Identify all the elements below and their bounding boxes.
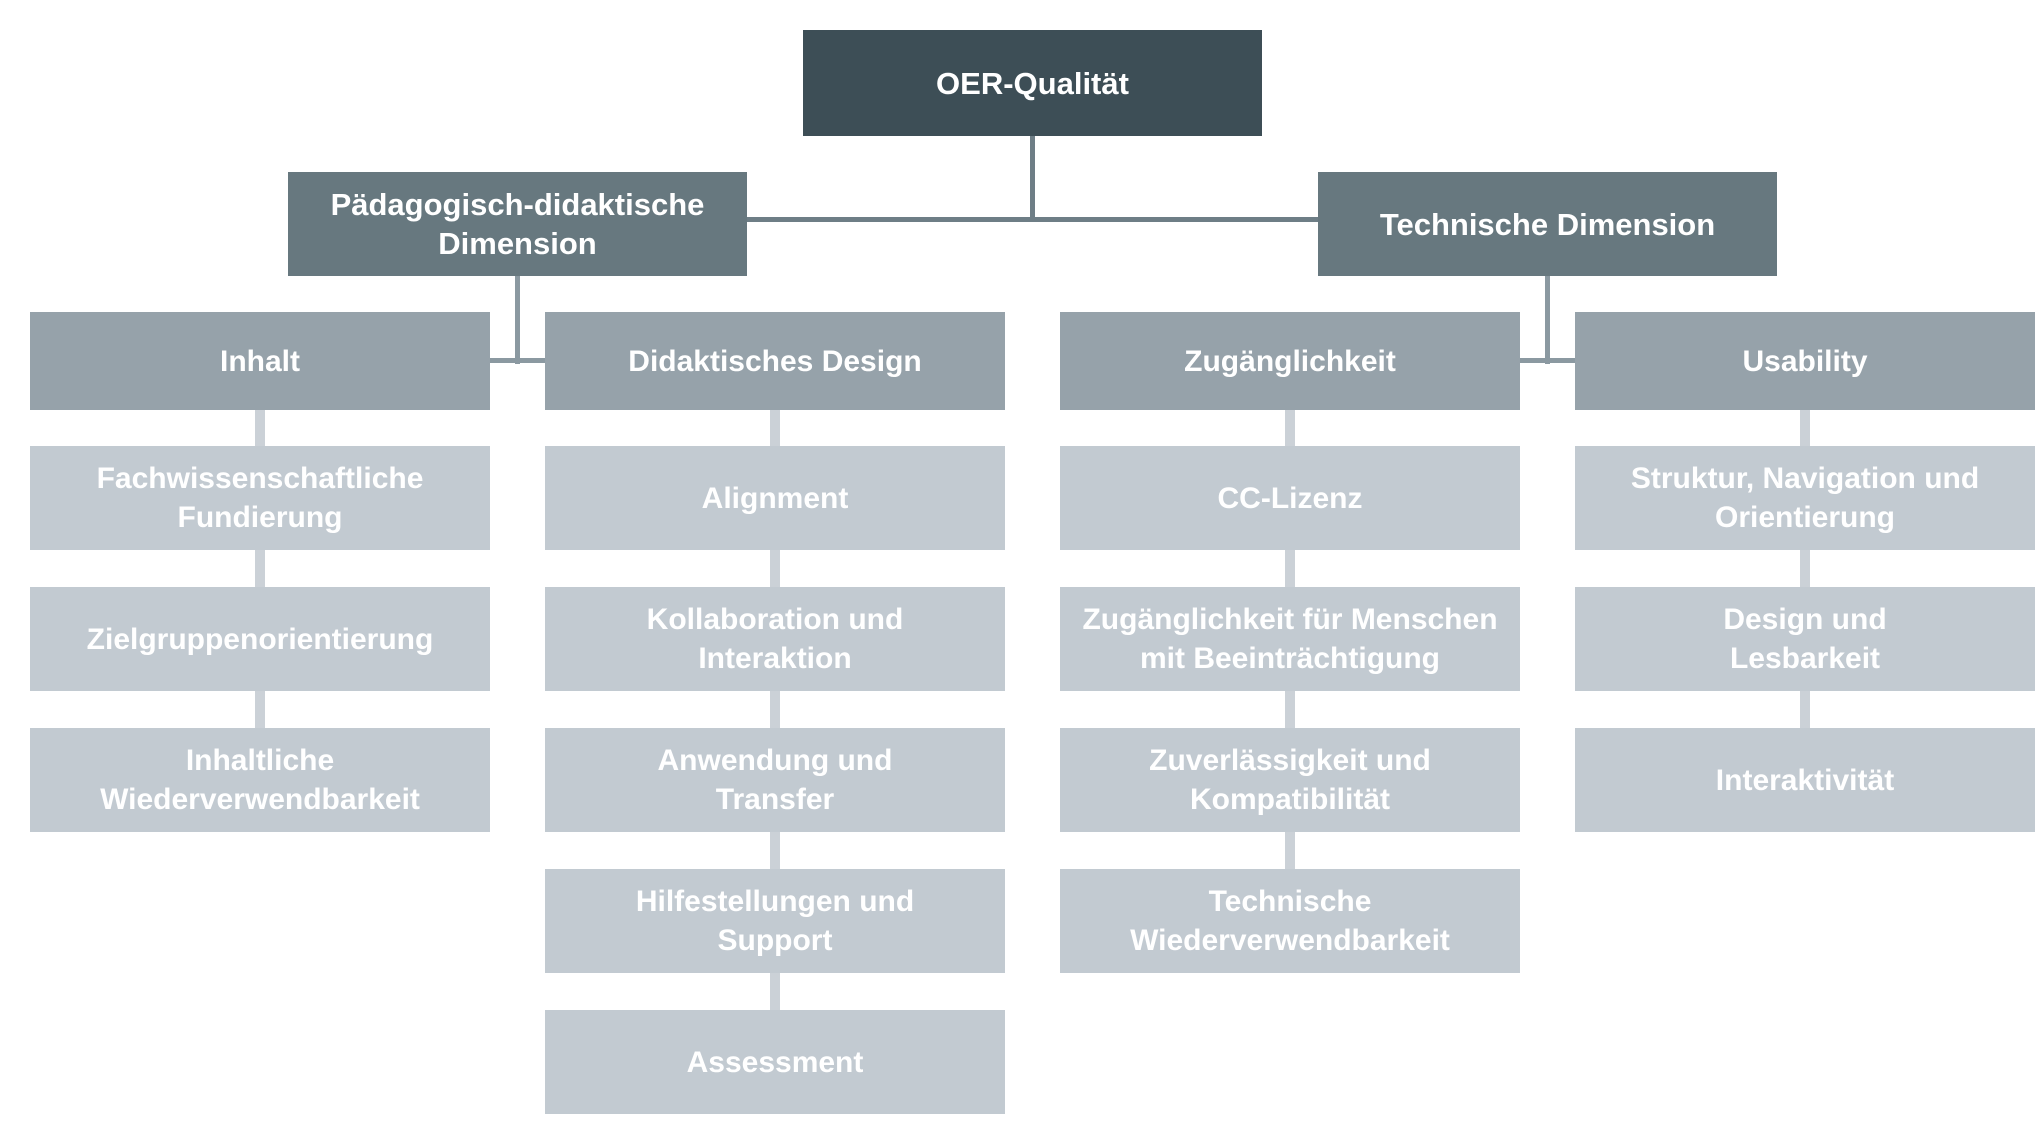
connector-paed-vertical <box>515 274 520 364</box>
node-cc-lizenz-label: CC-Lizenz <box>1217 481 1363 515</box>
connector-col1-seg1 <box>255 408 265 448</box>
connector-paed-horizontal <box>488 358 548 363</box>
connector-col2-seg3 <box>770 689 780 730</box>
node-struktur-navigation-und-orientierung-label: Struktur, Navigation und Orientierung <box>1630 462 1980 534</box>
node-zuverlaessigkeit-und-kompatibilitaet-label: Zuverlässigkeit und Kompatibilität <box>1149 744 1431 816</box>
node-zielgruppenorientierung: Zielgruppenorientierung <box>30 587 490 691</box>
node-anwendung-und-transfer-label: Anwendung und Transfer <box>657 744 893 816</box>
connector-col3-seg4 <box>1285 830 1295 871</box>
connector-tech-horizontal <box>1517 358 1577 363</box>
connector-col3-seg3 <box>1285 689 1295 730</box>
node-kollaboration-und-interaktion-label: Kollaboration und Interaktion <box>646 603 904 675</box>
node-zugaenglichkeit-fuer-menschen: Zugänglichkeit für Menschen mit Beeinträ… <box>1060 587 1520 691</box>
node-technische-wiederverwendbarkeit: Technische Wiederverwendbarkeit <box>1060 869 1520 973</box>
node-usability-label: Usability <box>1742 344 1868 378</box>
node-usability: Usability <box>1575 312 2035 410</box>
connector-tech-vertical <box>1545 274 1550 364</box>
connector-col1-seg2 <box>255 548 265 589</box>
node-zugaenglichkeit: Zugänglichkeit <box>1060 312 1520 410</box>
node-zuverlaessigkeit-und-kompatibilitaet: Zuverlässigkeit und Kompatibilität <box>1060 728 1520 832</box>
node-didaktisches-design-label: Didaktisches Design <box>628 344 922 378</box>
node-alignment-label: Alignment <box>701 481 849 515</box>
node-oer-qualitaet: OER-Qualität <box>803 30 1262 136</box>
connector-col4-seg2 <box>1800 548 1810 589</box>
connector-col2-seg5 <box>770 971 780 1012</box>
node-technische-wiederverwendbarkeit-label: Technische Wiederverwendbarkeit <box>1130 885 1450 957</box>
node-didaktisches-design: Didaktisches Design <box>545 312 1005 410</box>
node-assessment-label: Assessment <box>686 1045 864 1079</box>
node-hilfestellungen-und-support: Hilfestellungen und Support <box>545 869 1005 973</box>
connector-col1-seg3 <box>255 689 265 730</box>
node-technische-dimension: Technische Dimension <box>1318 172 1777 276</box>
node-zielgruppenorientierung-label: Zielgruppenorientierung <box>86 622 434 656</box>
node-hilfestellungen-und-support-label: Hilfestellungen und Support <box>635 885 915 957</box>
node-inhaltliche-wiederverwendbarkeit-label: Inhaltliche Wiederverwendbarkeit <box>100 744 420 816</box>
node-inhaltliche-wiederverwendbarkeit: Inhaltliche Wiederverwendbarkeit <box>30 728 490 832</box>
connector-col3-seg1 <box>1285 408 1295 448</box>
connector-col4-seg1 <box>1800 408 1810 448</box>
node-inhalt-label: Inhalt <box>220 344 300 378</box>
node-design-und-lesbarkeit: Design und Lesbarkeit <box>1575 587 2035 691</box>
node-anwendung-und-transfer: Anwendung und Transfer <box>545 728 1005 832</box>
connector-root-vertical <box>1030 134 1035 222</box>
node-kollaboration-und-interaktion: Kollaboration und Interaktion <box>545 587 1005 691</box>
node-assessment: Assessment <box>545 1010 1005 1114</box>
node-alignment: Alignment <box>545 446 1005 550</box>
connector-col2-seg4 <box>770 830 780 871</box>
node-fachwissenschaftliche-fundierung-label: Fachwissenschaftliche Fundierung <box>96 462 424 534</box>
node-technische-dimension-label: Technische Dimension <box>1379 206 1716 242</box>
node-inhalt: Inhalt <box>30 312 490 410</box>
node-paedagogisch-didaktische-dimension-label: Pädagogisch-didaktische Dimension <box>330 187 705 261</box>
node-design-und-lesbarkeit-label: Design und Lesbarkeit <box>1723 603 1887 675</box>
connector-root-horizontal <box>744 217 1320 222</box>
node-oer-qualitaet-label: OER-Qualität <box>936 65 1129 101</box>
node-cc-lizenz: CC-Lizenz <box>1060 446 1520 550</box>
node-interaktivitaet-label: Interaktivität <box>1715 763 1895 797</box>
node-fachwissenschaftliche-fundierung: Fachwissenschaftliche Fundierung <box>30 446 490 550</box>
connector-col3-seg2 <box>1285 548 1295 589</box>
node-interaktivitaet: Interaktivität <box>1575 728 2035 832</box>
node-zugaenglichkeit-label: Zugänglichkeit <box>1184 344 1396 378</box>
connector-col2-seg2 <box>770 548 780 589</box>
node-zugaenglichkeit-fuer-menschen-label: Zugänglichkeit für Menschen mit Beeinträ… <box>1082 603 1498 675</box>
connector-col4-seg3 <box>1800 689 1810 730</box>
connector-col2-seg1 <box>770 408 780 448</box>
node-paedagogisch-didaktische-dimension: Pädagogisch-didaktische Dimension <box>288 172 747 276</box>
node-struktur-navigation-und-orientierung: Struktur, Navigation und Orientierung <box>1575 446 2035 550</box>
